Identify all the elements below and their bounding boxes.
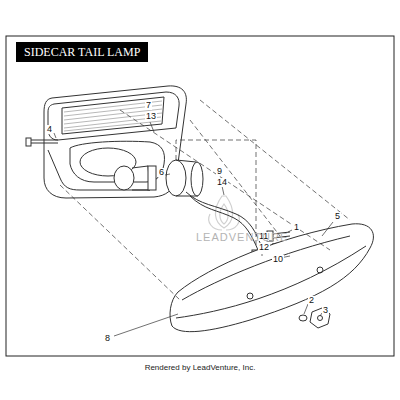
callout-number: 14 bbox=[216, 178, 228, 187]
callout-number: 1 bbox=[293, 223, 300, 232]
callout-number: 7 bbox=[145, 101, 152, 110]
callout-number: 8 bbox=[104, 334, 111, 343]
callout-number: 9 bbox=[216, 167, 223, 176]
callout-number: 5 bbox=[334, 212, 341, 221]
caption: Rendered by LeadVenture, Inc. bbox=[0, 364, 400, 372]
callout-number: 4 bbox=[46, 125, 53, 134]
callout-number: 3 bbox=[322, 306, 329, 315]
title-band: SIDECAR TAIL LAMP bbox=[16, 42, 148, 62]
callout-number: 6 bbox=[158, 168, 165, 177]
callout-number: 13 bbox=[145, 112, 157, 121]
callout-number: 10 bbox=[272, 255, 284, 264]
callout-number: 12 bbox=[258, 243, 270, 252]
callout-number: 2 bbox=[308, 296, 315, 305]
watermark: LEADVENTURE bbox=[196, 232, 288, 243]
